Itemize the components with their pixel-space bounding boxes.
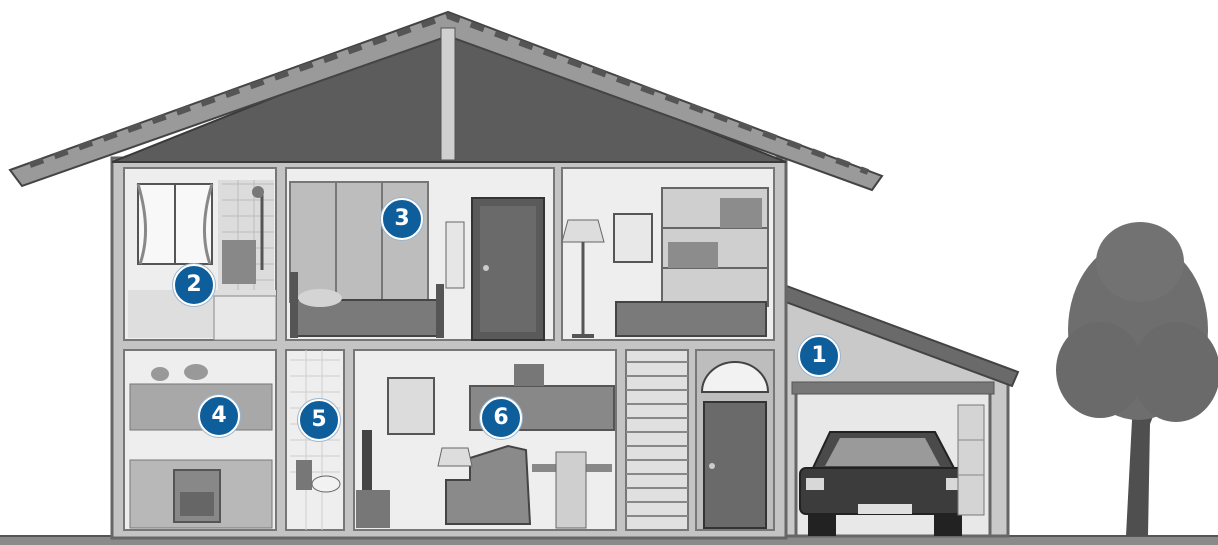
garage-structure [784, 285, 1018, 536]
marker-1-label: 1 [811, 345, 826, 367]
marker-3-bedroom: 3 [381, 198, 423, 240]
tree-icon [1056, 222, 1218, 536]
marker-2-bathroom: 2 [173, 264, 215, 306]
marker-4-kitchen: 4 [198, 395, 240, 437]
upper-floor [124, 168, 774, 340]
marker-4-label: 4 [211, 405, 226, 427]
wall-portrait [614, 214, 652, 262]
marker-1-garage: 1 [798, 335, 840, 377]
marker-5-toilet: 5 [298, 399, 340, 441]
marker-5-label: 5 [311, 409, 326, 431]
marker-2-label: 2 [186, 274, 201, 296]
door-icon [472, 198, 544, 340]
marker-6-label: 6 [493, 407, 508, 429]
wall-painting [388, 378, 434, 434]
window-icon [138, 184, 212, 264]
bookshelf-icon [662, 188, 768, 306]
marker-3-label: 3 [394, 208, 409, 230]
marker-6-living-room: 6 [480, 397, 522, 439]
ground-floor [124, 350, 774, 530]
